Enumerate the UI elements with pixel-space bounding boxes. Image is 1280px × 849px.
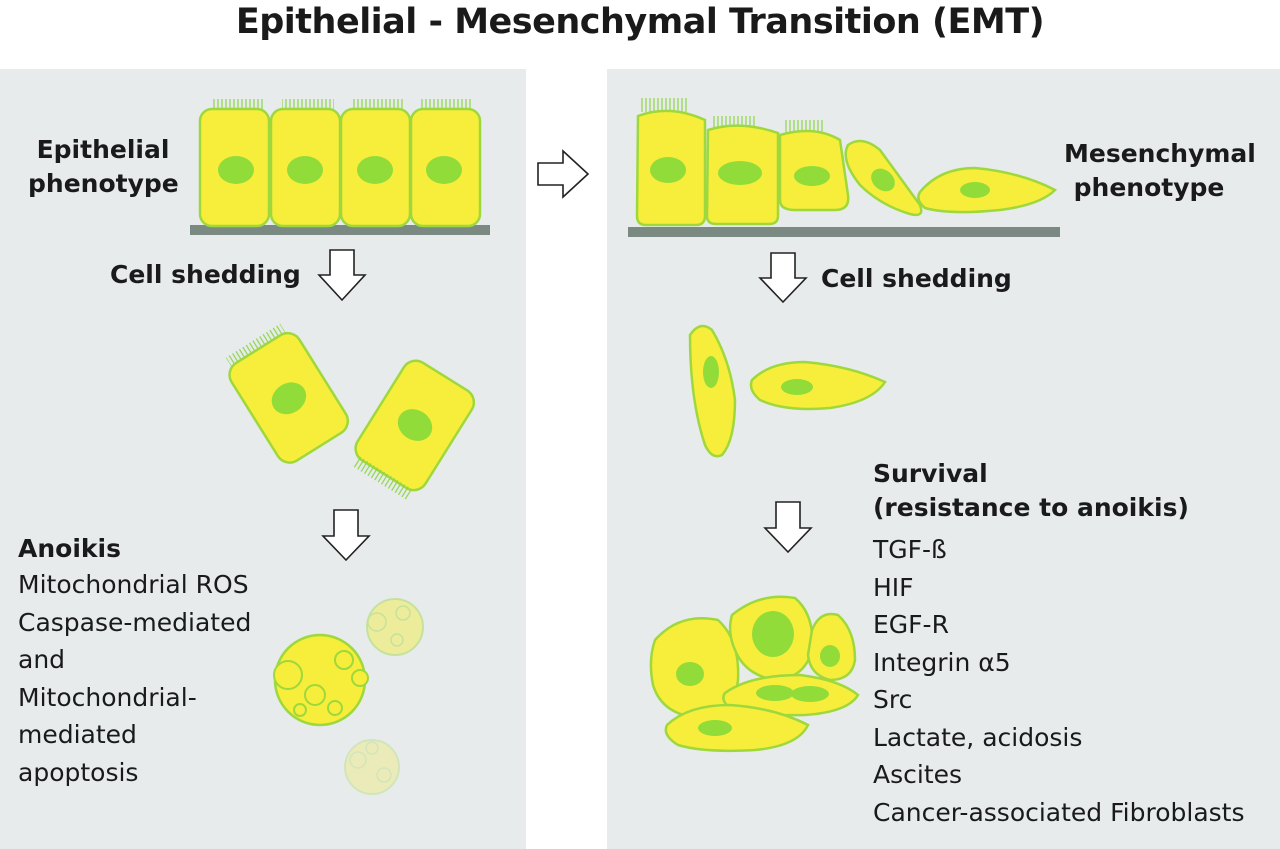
surviving-cell-cluster bbox=[649, 595, 860, 753]
list-item: EGF-R bbox=[873, 610, 949, 639]
list-item: Cancer-associated Fibroblasts bbox=[873, 797, 1245, 827]
surviving-cell bbox=[728, 595, 814, 682]
transitioning-cell bbox=[705, 116, 780, 226]
shed-epithelial-cell bbox=[225, 323, 350, 464]
label-line: phenotype bbox=[1073, 173, 1225, 202]
surviving-cell bbox=[649, 616, 740, 720]
transitioning-cell bbox=[778, 120, 850, 212]
list-item: Integrin α5 bbox=[873, 647, 1011, 677]
label-line: Survival bbox=[873, 459, 988, 488]
down-arrow-icon bbox=[763, 501, 813, 554]
list-item: apoptosis bbox=[18, 757, 139, 787]
shed-mesenchymal-cell bbox=[688, 324, 737, 458]
list-item: Mitochondrial- bbox=[18, 682, 197, 712]
epithelial-phenotype-label: Epithelial phenotype bbox=[28, 133, 179, 201]
list-item: Caspase-mediated bbox=[18, 607, 252, 637]
mesenchymal-phenotype-label: Mesenchymal phenotype bbox=[1064, 137, 1256, 205]
mesenchymal-cell-layer bbox=[628, 98, 1060, 237]
list-item: Src bbox=[873, 685, 913, 714]
epithelial-cell bbox=[269, 99, 342, 228]
down-arrow-icon bbox=[321, 509, 371, 562]
list-item: and bbox=[18, 645, 66, 674]
list-item: mediated bbox=[18, 720, 137, 749]
apoptotic-body-faded bbox=[344, 739, 400, 795]
label-line: Mesenchymal bbox=[1064, 139, 1256, 168]
list-item: Ascites bbox=[873, 760, 963, 789]
right-arrow-icon bbox=[537, 149, 590, 199]
surviving-cell bbox=[806, 612, 857, 682]
apoptotic-body-faded bbox=[366, 598, 424, 656]
list-item: TGF-ß bbox=[873, 535, 947, 564]
diagram-title: Epithelial - Mesenchymal Transition (EMT… bbox=[235, 2, 1045, 42]
apoptotic-body bbox=[273, 633, 369, 727]
shed-epithelial-cell bbox=[351, 359, 476, 500]
survival-title: Survival (resistance to anoikis) bbox=[873, 457, 1189, 525]
cell-shedding-label: Cell shedding bbox=[821, 264, 1012, 293]
mesenchymal-cell bbox=[844, 139, 923, 217]
list-item: Lactate, acidosis bbox=[873, 722, 1083, 752]
anoikis-title: Anoikis bbox=[18, 534, 121, 563]
epithelial-cell bbox=[409, 99, 482, 228]
list-item: HIF bbox=[873, 572, 914, 602]
surviving-cell bbox=[664, 703, 810, 753]
label-line: (resistance to anoikis) bbox=[873, 493, 1189, 522]
label-line: Epithelial bbox=[36, 135, 170, 164]
cell-shedding-label: Cell shedding bbox=[110, 260, 301, 289]
down-arrow-icon bbox=[317, 249, 367, 302]
transitioning-cell bbox=[635, 98, 707, 227]
epithelial-cell bbox=[339, 99, 412, 228]
mesenchymal-cell bbox=[917, 166, 1058, 214]
epithelial-cell-layer bbox=[190, 99, 490, 235]
list-item: Mitochondrial ROS bbox=[18, 570, 249, 599]
shed-mesenchymal-cell bbox=[749, 360, 887, 411]
label-line: phenotype bbox=[28, 169, 179, 198]
basement-membrane bbox=[190, 225, 490, 235]
epithelial-cell bbox=[198, 99, 271, 228]
basement-membrane bbox=[628, 227, 1060, 237]
down-arrow-icon bbox=[758, 252, 808, 304]
